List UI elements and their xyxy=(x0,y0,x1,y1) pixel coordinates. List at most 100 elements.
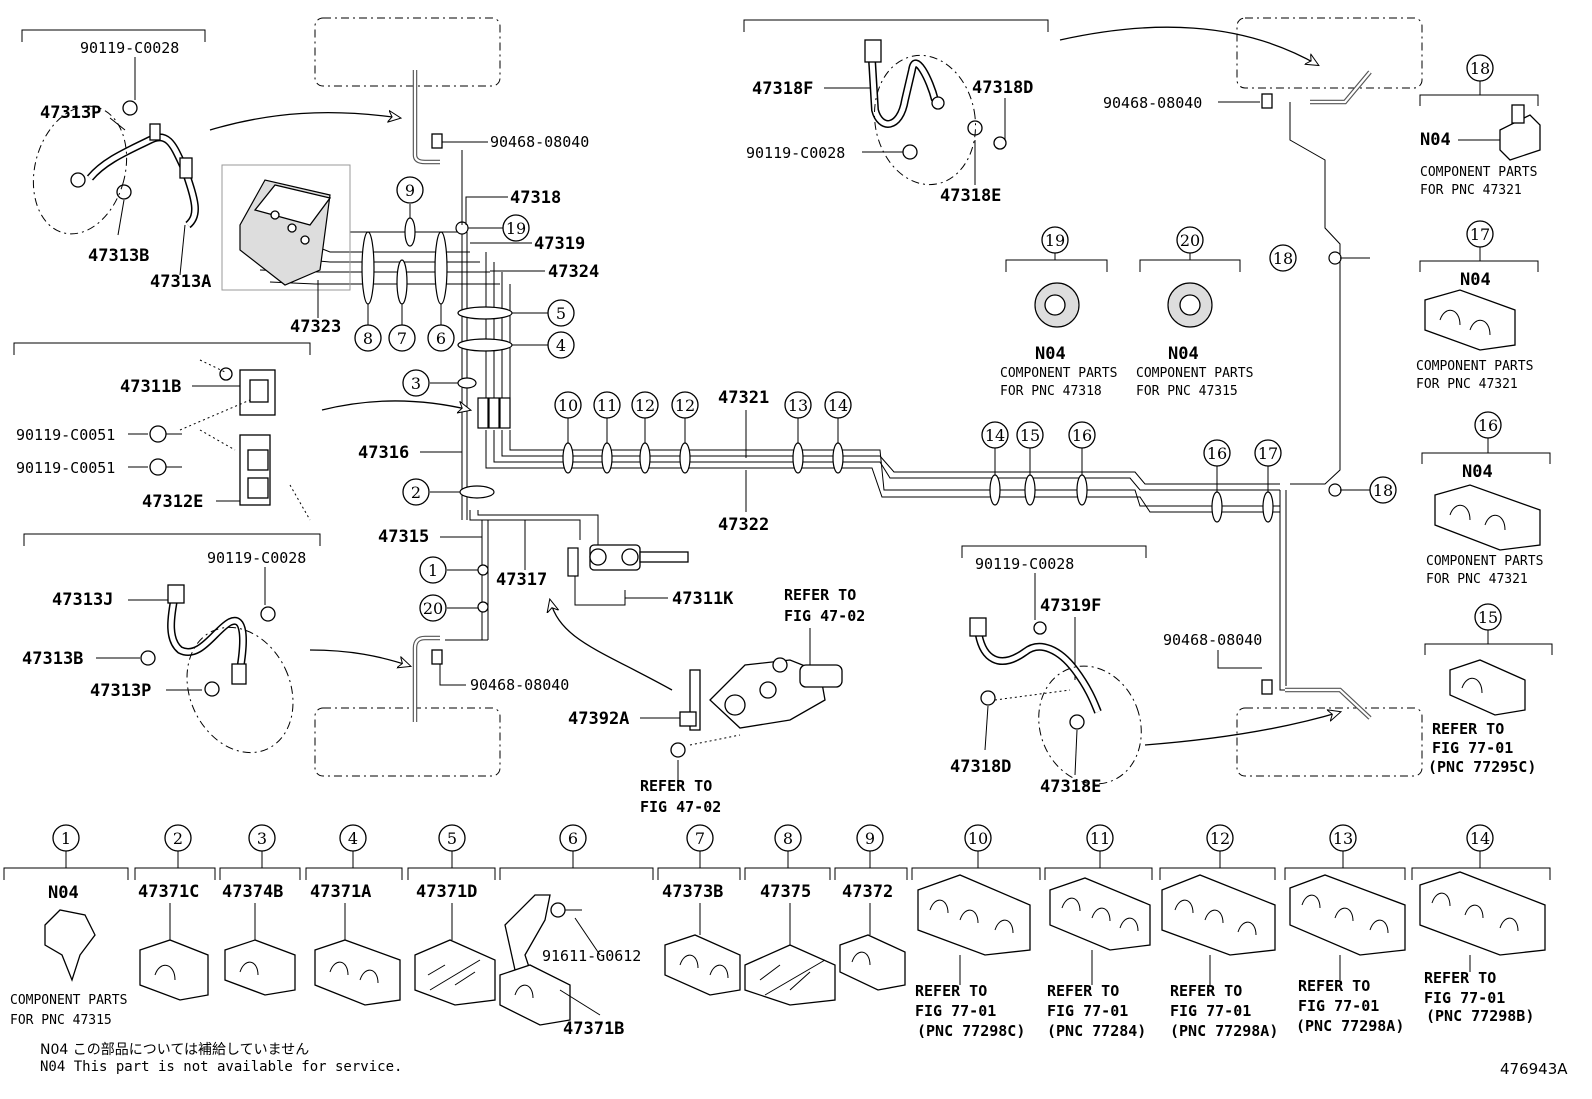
svg-text:47371B: 47371B xyxy=(563,1019,624,1039)
svg-text:3: 3 xyxy=(257,829,267,848)
svg-text:COMPONENT PARTS: COMPONENT PARTS xyxy=(1426,554,1543,569)
component-20: 20 N04 COMPONENT PARTS FOR PNC 47315 xyxy=(1136,226,1253,399)
svg-text:16: 16 xyxy=(1072,426,1092,445)
svg-text:17: 17 xyxy=(1470,225,1490,244)
bottom-item-13: 13 REFER TO FIG 77-01 (PNC 77298A) xyxy=(1284,824,1406,1035)
svg-text:18: 18 xyxy=(1470,59,1490,78)
central-callouts: 9 19 8 7 6 5 4 3 2 1 20 10 11 12 12 13 1… xyxy=(354,176,1397,622)
part-label: 90119-C0028 xyxy=(746,144,845,162)
svg-text:FIG 77-01: FIG 77-01 xyxy=(1298,997,1379,1015)
bottom-item-8: 8 47375 xyxy=(744,824,836,1006)
part-label: 47319F xyxy=(1040,596,1101,616)
svg-text:5: 5 xyxy=(556,304,566,323)
svg-text:12: 12 xyxy=(675,396,695,415)
part-label: 47317 xyxy=(496,570,547,590)
rear-left-hose-group: 90119-C0028 47313J 47313B 47313P xyxy=(22,533,410,754)
svg-text:10: 10 xyxy=(968,829,988,848)
footnote-ja: N04 この部品については補給していません xyxy=(40,1042,309,1058)
bottom-item-7: 7 47373B xyxy=(657,824,741,996)
front-left-hose-group: 90119-C0028 47313P 47313B 47313A xyxy=(21,29,400,292)
part-label: 90468-08040 xyxy=(490,133,589,151)
svg-text:(PNC 77295C): (PNC 77295C) xyxy=(1428,758,1536,776)
svg-text:47374B: 47374B xyxy=(222,882,283,902)
footnote-en: N04 This part is not available for servi… xyxy=(40,1059,402,1075)
part-label: 47315 xyxy=(378,527,429,547)
svg-text:15: 15 xyxy=(1020,426,1040,445)
callout-16: 16 xyxy=(1203,439,1231,467)
callout-4: 4 xyxy=(547,331,575,359)
component-17: 17 N04 COMPONENT PARTS FOR PNC 47321 xyxy=(1416,220,1539,392)
part-label: 47311K xyxy=(672,589,734,609)
part-label: 47311B xyxy=(120,377,181,397)
bottom-item-10: 10 REFER TO FIG 77-01 (PNC 77298C) xyxy=(911,824,1041,1040)
svg-text:5: 5 xyxy=(447,829,457,848)
callout-1: 1 xyxy=(419,556,447,584)
part-label: 47392A xyxy=(568,709,629,729)
svg-text:COMPONENT PARTS: COMPONENT PARTS xyxy=(1420,165,1537,180)
callout-20: 20 xyxy=(419,594,447,622)
part-label: 90119-C0028 xyxy=(207,549,306,567)
part-label: 47318E xyxy=(1040,777,1101,797)
svg-text:4: 4 xyxy=(348,829,358,848)
svg-text:2: 2 xyxy=(411,483,421,502)
svg-text:REFER TO: REFER TO xyxy=(1047,982,1119,1000)
svg-text:16: 16 xyxy=(1207,444,1227,463)
svg-text:FIG 77-01: FIG 77-01 xyxy=(1424,989,1505,1007)
part-label: 47318F xyxy=(752,79,813,99)
svg-text:FOR PNC 47318: FOR PNC 47318 xyxy=(1000,384,1102,399)
component-18: 18 N04 COMPONENT PARTS FOR PNC 47321 xyxy=(1419,54,1541,198)
bundle-clamps xyxy=(361,217,1342,613)
mount-frames xyxy=(314,17,1423,777)
svg-text:7: 7 xyxy=(397,329,407,348)
part-label: 90468-08040 xyxy=(470,676,569,694)
svg-text:COMPONENT PARTS: COMPONENT PARTS xyxy=(1416,359,1533,374)
svg-text:REFER TO: REFER TO xyxy=(1432,720,1504,738)
svg-text:47371C: 47371C xyxy=(138,882,199,902)
svg-text:N04: N04 xyxy=(1168,344,1199,364)
svg-text:4: 4 xyxy=(556,336,566,355)
component-16: 16 N04 COMPONENT PARTS FOR PNC 47321 xyxy=(1421,411,1551,587)
part-label: 47323 xyxy=(290,317,341,337)
svg-text:FOR PNC 47321: FOR PNC 47321 xyxy=(1420,183,1522,198)
callout-19: 19 xyxy=(502,214,530,242)
svg-text:13: 13 xyxy=(788,396,808,415)
svg-text:FOR PNC 47315: FOR PNC 47315 xyxy=(1136,384,1238,399)
svg-text:7: 7 xyxy=(695,829,705,848)
svg-text:8: 8 xyxy=(783,829,793,848)
svg-text:(PNC 77298A): (PNC 77298A) xyxy=(1296,1017,1404,1035)
svg-text:8: 8 xyxy=(363,329,373,348)
svg-text:FOR PNC 47321: FOR PNC 47321 xyxy=(1426,572,1528,587)
svg-text:REFER TO: REFER TO xyxy=(915,982,987,1000)
callout-14: 14 xyxy=(824,391,852,419)
svg-text:(PNC 77298B): (PNC 77298B) xyxy=(1426,1007,1534,1025)
svg-text:11: 11 xyxy=(1090,829,1110,848)
master-cylinder: REFER TO FIG 47-02 47392A REFER TO FIG 4… xyxy=(550,544,865,816)
svg-text:14: 14 xyxy=(985,426,1005,445)
component-19: 19 N04 COMPONENT PARTS FOR PNC 47318 xyxy=(1000,226,1117,399)
refer-to-fig: FIG 47-02 xyxy=(784,607,865,625)
bottom-item-4: 4 47371A xyxy=(305,824,403,1006)
callout-5: 5 xyxy=(547,299,575,327)
svg-text:18: 18 xyxy=(1373,481,1393,500)
part-label: 47319 xyxy=(534,234,585,254)
svg-text:20: 20 xyxy=(1180,231,1200,250)
callout-10: 10 xyxy=(554,391,582,419)
part-label: 90468-08040 xyxy=(1163,631,1262,649)
svg-text:(PNC 77284): (PNC 77284) xyxy=(1047,1022,1146,1040)
svg-text:FOR PNC 47321: FOR PNC 47321 xyxy=(1416,377,1518,392)
svg-text:N04: N04 xyxy=(48,883,79,903)
svg-text:47371A: 47371A xyxy=(310,882,371,902)
svg-text:FIG 77-01: FIG 77-01 xyxy=(1170,1002,1251,1020)
callout-8: 8 xyxy=(354,324,382,352)
svg-text:15: 15 xyxy=(1478,608,1498,627)
part-label: 47313P xyxy=(90,681,151,701)
part-label: 47313A xyxy=(150,272,211,292)
svg-text:COMPONENT PARTS: COMPONENT PARTS xyxy=(1000,366,1117,381)
svg-text:47372: 47372 xyxy=(842,882,893,902)
svg-text:COMPONENT PARTS: COMPONENT PARTS xyxy=(1136,366,1253,381)
part-label: 90119-C0028 xyxy=(975,555,1074,573)
part-label: 90119-C0051 xyxy=(16,426,115,444)
part-label: 47313J xyxy=(52,590,113,610)
svg-text:17: 17 xyxy=(1258,444,1278,463)
